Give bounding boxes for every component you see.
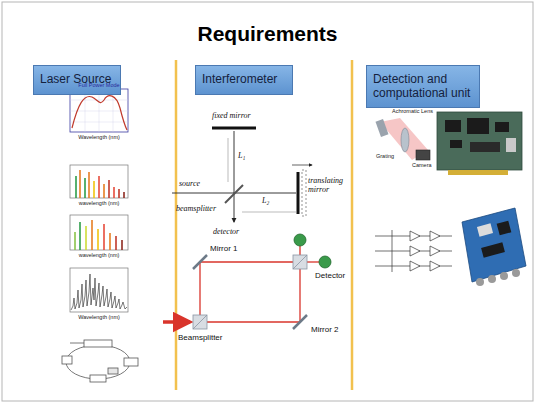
part-label: Mirror 2 xyxy=(311,326,339,335)
part-label: beamsplitter xyxy=(176,205,216,214)
part-label: Detector xyxy=(315,272,345,281)
dimension-label: L₂ xyxy=(262,197,269,206)
part-label: Grating xyxy=(376,153,394,159)
circuit-schematic xyxy=(375,230,452,272)
plot-title: Full Power Mode xyxy=(78,82,119,88)
spectrum-plot xyxy=(70,165,128,198)
section-header-text: Detection and computational unit xyxy=(373,72,473,101)
spectrum-plot xyxy=(70,268,128,312)
part-label: Achromatic Lens xyxy=(392,108,433,114)
section-header-box: Laser Source xyxy=(33,65,121,95)
axis-label: wavelength (nm) xyxy=(79,200,120,206)
section-header-text: Interferometer xyxy=(202,72,286,86)
axis-label: Wavelength (nm) xyxy=(78,314,120,320)
part-label: Camera xyxy=(412,162,432,168)
axis-label: Wavelength (nm) xyxy=(78,134,120,140)
pcb-card xyxy=(437,112,522,175)
part-label: source xyxy=(179,180,200,189)
spectrum-plot xyxy=(70,215,128,250)
ring-laser-sketch xyxy=(62,340,138,382)
part-label: Mirror 1 xyxy=(210,245,238,254)
spectrometer-sketch xyxy=(376,118,430,160)
axis-label: wavelength (nm) xyxy=(79,252,120,258)
divider-line xyxy=(175,60,178,390)
part-label: detector xyxy=(213,228,239,237)
michelson-sketch xyxy=(172,128,312,222)
dimension-label: L₁ xyxy=(238,152,245,161)
mach-zehnder-sketch xyxy=(163,234,331,329)
part-label: fixed mirror xyxy=(212,112,251,121)
divider-line xyxy=(351,60,354,390)
part-label: translating mirror xyxy=(308,177,350,195)
section-header-box: Interferometer xyxy=(195,65,293,95)
section-header-box: Detection and computational unit xyxy=(366,65,480,108)
part-label: Beamsplitter xyxy=(178,334,222,343)
slide-title: Requirements xyxy=(0,22,535,46)
pcb-card xyxy=(462,208,526,286)
spectrum-plot xyxy=(70,89,128,132)
